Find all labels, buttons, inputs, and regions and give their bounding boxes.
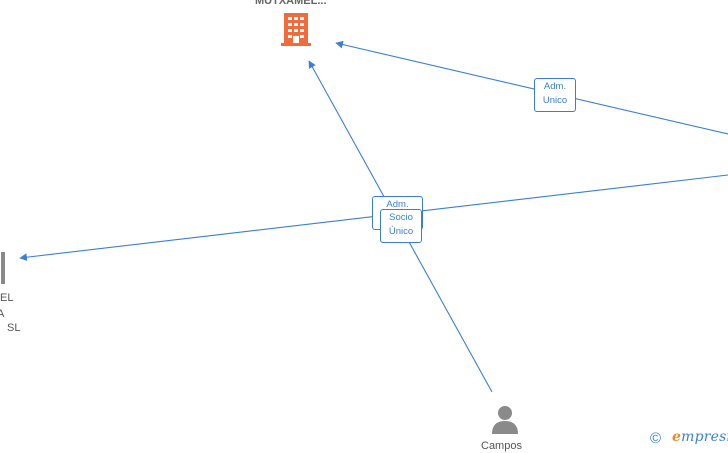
company-left-label-line1[interactable]: EL <box>0 292 14 304</box>
brand-initial: e <box>672 429 682 445</box>
edge-label-line: Único <box>388 226 414 237</box>
company-left-label-line2[interactable]: A <box>0 308 5 320</box>
edge-right-to-top-company <box>335 40 728 135</box>
company-left-label-line3[interactable]: SL <box>7 322 21 334</box>
edge-label-adm-unico[interactable]: Adm. Unico <box>534 78 576 112</box>
edge-label-line: Socio <box>389 212 413 223</box>
edge-label-socio-unico[interactable]: Socio Único <box>380 209 422 243</box>
brand-rest: mpresia <box>681 429 728 445</box>
company-top-label[interactable]: MUTXAMEL... <box>255 0 327 7</box>
person-label[interactable]: Campos <box>481 440 522 452</box>
edge-label-line: Unico <box>542 95 568 106</box>
building-icon[interactable] <box>280 13 312 47</box>
building-icon-left[interactable] <box>0 250 8 286</box>
edge-label-line: Adm. <box>386 199 409 210</box>
person-icon[interactable] <box>490 404 520 434</box>
copyright-symbol: © <box>650 430 662 447</box>
edge-label-line: Adm. <box>543 81 567 92</box>
brand-name: empresia <box>672 429 728 445</box>
